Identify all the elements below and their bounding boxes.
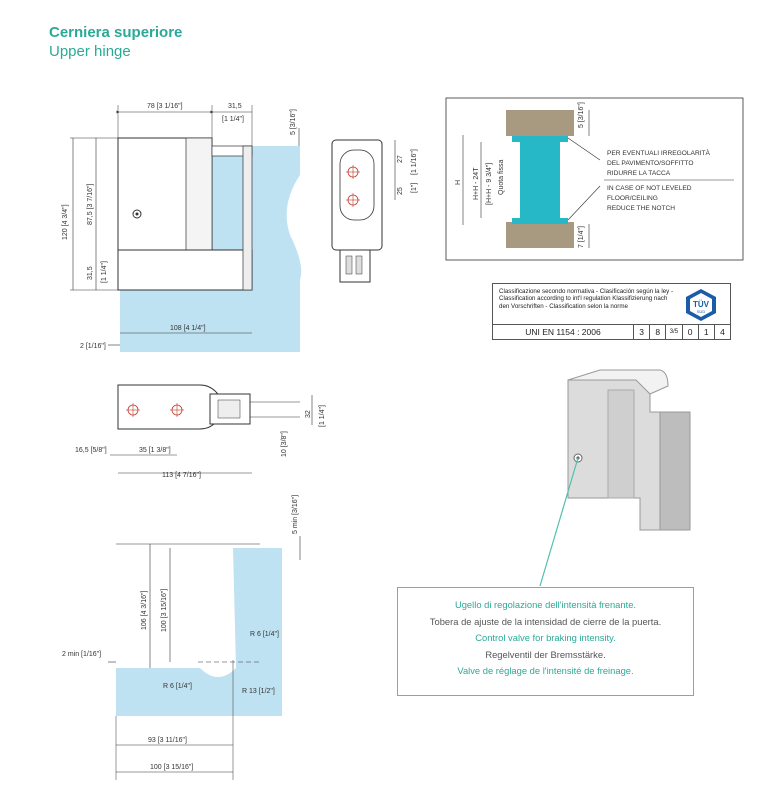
dim-glass-width: 108 [4 1/4"] (170, 325, 206, 332)
notch-label-2: DEL PAVIMENTO/SOFFITTO (607, 160, 693, 167)
notch-dim-top: 5 [3/16"] (578, 102, 585, 128)
top-dim-thick: 32 (305, 410, 312, 418)
note-es: Tobera de ajuste de la intensidad de cie… (429, 615, 662, 627)
hinge-product-render (539, 369, 691, 587)
cert-code-4: 0 (683, 325, 699, 339)
cut-dim-w1: 93 [3 11/16"] (148, 737, 187, 744)
top-dim-holes: 35 [1 3/8"] (139, 447, 171, 454)
tuv-logo-sub: SÜD (697, 309, 706, 314)
tuv-logo-text: TÜV (693, 300, 710, 309)
side-dim-top-in: [1 1/16"] (411, 149, 418, 175)
dim-offset-in: [1 1/4"] (222, 116, 244, 123)
dim-gap: 5 [3/16"] (290, 109, 297, 135)
dim-total-h: 120 [4 3/4"] (62, 204, 69, 240)
cut-dim-min: 2 min [1/16"] (62, 651, 101, 658)
page-subtitle: Upper hinge (49, 43, 131, 60)
certification-box: Classificazione secondo normativa - Clas… (492, 283, 731, 340)
notch-label-1: PER EVENTUALI IRREGOLARITÀ (607, 148, 711, 157)
notch-dim-h-full: H+H - 24T (473, 167, 480, 200)
top-view: 32 [1 1/4"] 10 [3/8"] 16,5 [5/8"] 35 [1 … (75, 384, 326, 479)
notch-dim-quota: Quota fissa (498, 159, 505, 195)
front-view: 78 [3 1/16"] 31,5 [1 1/4"] 5 [3/16"] 120… (62, 103, 302, 352)
note-fr: Valve de réglage de l'intensité de frein… (457, 665, 634, 677)
dim-offset: 31,5 (228, 103, 242, 110)
certification-text: Classificazione secondo normativa - Clas… (499, 288, 674, 310)
dim-lower-h: 31,5 (87, 266, 94, 280)
notch-label-6: REDUCE THE NOTCH (607, 205, 675, 212)
cut-radius-3: R 13 [1/2"] (242, 688, 275, 695)
notch-detail: PER EVENTUALI IRREGOLARITÀ DEL PAVIMENTO… (445, 97, 744, 261)
notch-dim-h-in: [H+H - 9 3/4"] (486, 163, 493, 205)
notch-dim-h: H (455, 180, 462, 185)
top-dim-total: 113 [4 7/16"] (162, 472, 201, 479)
cut-dim-h2: 100 [3 15/16"] (161, 589, 168, 632)
dim-width: 78 [3 1/16"] (147, 103, 183, 110)
cert-code-3: 3/5 (666, 325, 683, 339)
cut-dim-w2: 100 [3 15/16"] (150, 764, 193, 771)
cert-code-2: 8 (650, 325, 667, 339)
notch-label-5: FLOOR/CEILING (607, 195, 658, 202)
glass-cutout-view: 5 min [3/16"] 106 [4 3/16"] 100 [3 15/16… (62, 495, 301, 780)
valve-note-box: Ugello di regolazione dell'intensità fre… (397, 587, 694, 696)
top-dim-edge: 16,5 [5/8"] (75, 447, 107, 454)
side-dim-mid: 25 (397, 187, 404, 195)
note-de: Regelventil der Bremsstärke. (485, 648, 606, 660)
dim-body-h: 87,5 [3 7/16"] (87, 184, 94, 225)
side-dim-top: 27 (397, 155, 404, 163)
note-en: Control valve for braking intensity. (475, 632, 616, 644)
certification-norm: UNI EN 1154 : 2006 (493, 325, 634, 339)
side-view: 27 [1 1/16"] 25 [1"] (331, 139, 418, 283)
cert-code-5: 1 (699, 325, 715, 339)
cert-code-6: 4 (720, 327, 725, 337)
cert-code-1: 3 (634, 325, 651, 339)
notch-label-3: RIDURRE LA TACCA (607, 170, 671, 177)
cut-dim-h1: 106 [4 3/16"] (141, 590, 148, 630)
note-it: Ugello di regolazione dell'intensità fre… (454, 599, 637, 610)
notch-dim-bottom: 7 [1/4"] (578, 226, 585, 248)
side-dim-mid-in: [1"] (411, 183, 418, 193)
top-dim-small: 10 [3/8"] (281, 431, 288, 457)
top-dim-thick-in: [1 1/4"] (319, 405, 326, 427)
cut-radius-2: R 6 [1/4"] (163, 683, 192, 690)
page-title: Cerniera superiore (49, 24, 183, 41)
certification-row: UNI EN 1154 : 2006 3 8 3/5 0 1 4 (493, 324, 730, 339)
dim-edge: 2 [1/16"] (80, 343, 106, 350)
cut-radius-1: R 6 [1/4"] (250, 631, 279, 638)
notch-label-4: IN CASE OF NOT LEVELED (607, 185, 692, 192)
tuv-logo-icon: TÜV SÜD (686, 289, 716, 321)
dim-lower-h-in: [1 1/4"] (101, 261, 108, 283)
cut-dim-gap: 5 min [3/16"] (292, 495, 299, 534)
